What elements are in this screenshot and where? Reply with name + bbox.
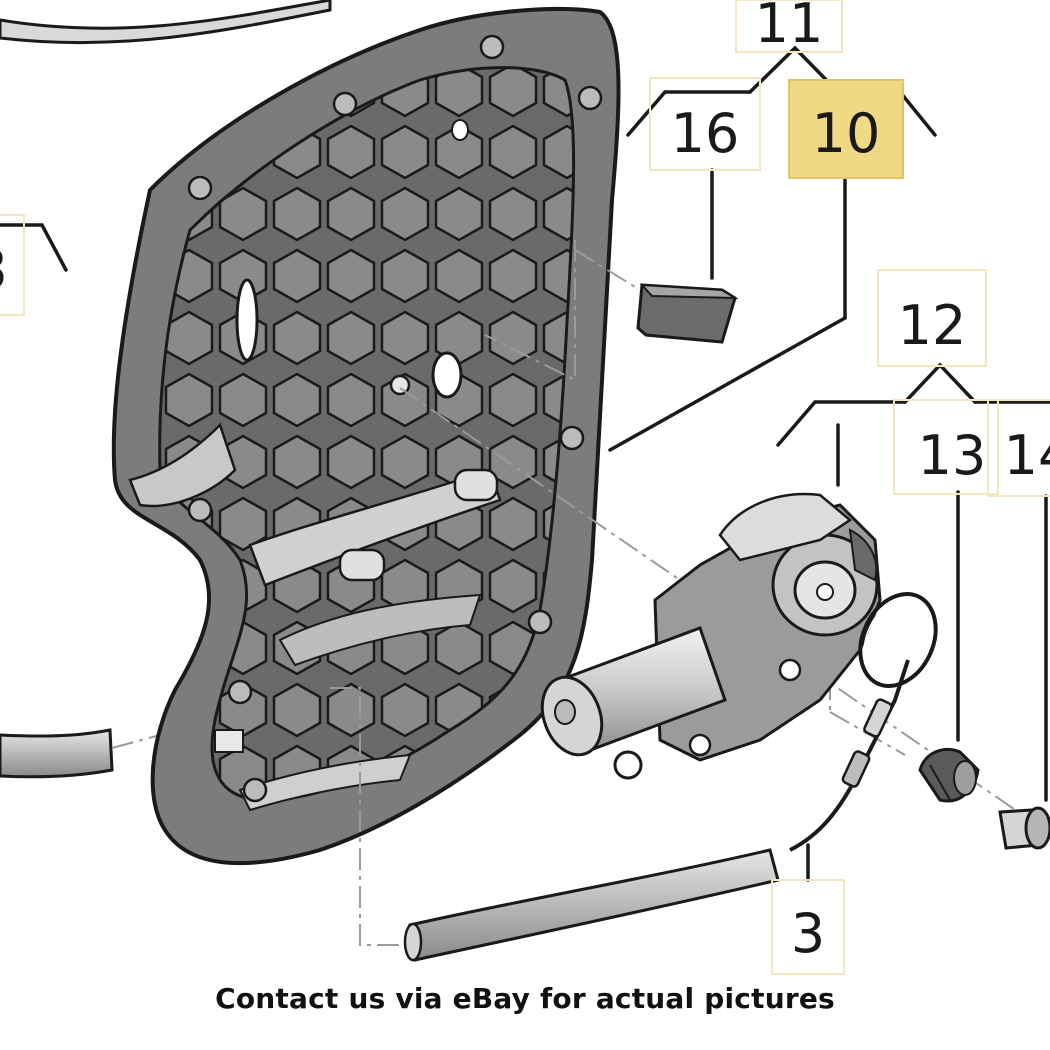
callout-13: 13 [893,399,999,495]
door-seal-left [0,728,114,779]
part-13-grommet [918,747,980,803]
callout-10-label: 10 [812,102,881,165]
callout-10-highlight [788,79,904,179]
callout-10-highlighted: 10 [788,79,904,179]
callout-14: 14 [987,399,1050,497]
callout-16: 16 [649,77,761,171]
part-14-screw [998,806,1050,850]
o-ring [858,592,938,688]
callout-8-label: 8 [0,238,7,301]
callout-11-label: 11 [755,0,824,55]
part-16-pad [636,283,739,344]
panel-screw-holes [187,34,603,803]
callout-13-label: 13 [918,424,987,487]
contact-caption: Contact us via eBay for actual pictures [215,982,835,1015]
door-module-carrier-panel [111,7,621,866]
callout-12-label: 12 [898,294,967,357]
callout-8: 8 [0,214,25,316]
callout-12: 12 [877,269,987,367]
callout-3-label: 3 [791,902,825,965]
window-regulator-motor [540,492,882,780]
callout-11: 11 [735,0,843,55]
callout-3: 3 [771,879,845,975]
callout-14-label: 14 [1004,424,1050,487]
bowden-cable [403,659,910,962]
door-seal-top [0,0,332,45]
callout-16-label: 16 [671,102,740,165]
